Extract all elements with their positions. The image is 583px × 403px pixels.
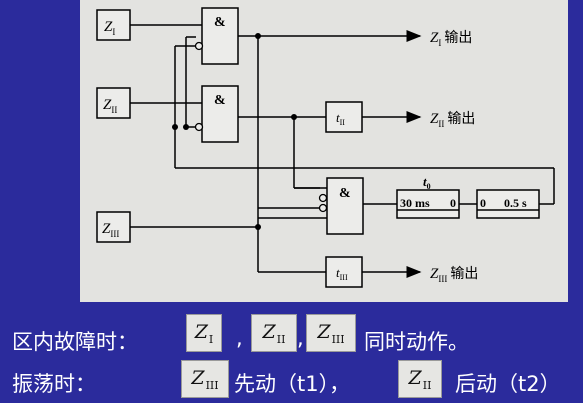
relay-z2-box bbox=[96, 87, 131, 119]
timer-t2-box bbox=[325, 101, 363, 133]
t0-label: t bbox=[423, 174, 427, 189]
svg-text:ZIII: ZIII bbox=[102, 221, 119, 239]
junction-dot bbox=[255, 224, 261, 230]
relay-z1-box bbox=[96, 9, 131, 41]
caption-line1-sep2: , bbox=[297, 326, 304, 350]
timer-t3-label: t bbox=[336, 265, 340, 280]
caption-line1-chip-z1: ZI bbox=[186, 314, 222, 352]
caption-line1-suffix: 同时动作。 bbox=[364, 330, 469, 354]
and-gate-1 bbox=[201, 7, 239, 65]
negation-circle bbox=[318, 203, 328, 213]
relay-z2-label: Z bbox=[103, 97, 112, 113]
caption-line2-suffix: 后动（t2） bbox=[455, 372, 561, 396]
delay2-left: 0 bbox=[480, 196, 486, 210]
relay-z3-label: Z bbox=[102, 221, 111, 237]
and-symbol: & bbox=[214, 15, 226, 30]
delay1-right: 0 bbox=[450, 196, 456, 210]
caption-line2-chip-z2: ZII bbox=[398, 360, 442, 398]
caption-line2-prefix: 振荡时： bbox=[12, 372, 96, 396]
timer-t2-label: t bbox=[336, 110, 340, 125]
and-symbol: & bbox=[339, 186, 351, 201]
junction-dot bbox=[172, 124, 178, 130]
diagram-panel bbox=[80, 0, 568, 302]
svg-text:tII: tII bbox=[336, 110, 345, 127]
caption-line1-sep1: , bbox=[236, 326, 243, 350]
output-z2-label: Z bbox=[430, 111, 439, 127]
output-z3-label: Z bbox=[430, 266, 439, 282]
relay-z1-label: Z bbox=[104, 19, 113, 35]
svg-text:t0: t0 bbox=[423, 174, 431, 191]
negation-circle bbox=[194, 122, 204, 132]
timer-t3-box bbox=[325, 256, 363, 288]
negation-circle bbox=[318, 193, 328, 203]
caption-line1-chip-z3: ZIII bbox=[306, 314, 356, 352]
svg-text:ZI: ZI bbox=[104, 19, 115, 37]
and-symbol: & bbox=[214, 93, 226, 108]
delay2-right: 0.5 s bbox=[504, 196, 527, 210]
junction-dot bbox=[183, 124, 189, 130]
output-z1-label: Z bbox=[430, 30, 439, 46]
logic-diagram: ZI ZII ZIII & & & tII tIII t0 30 ms 0 0 … bbox=[96, 7, 555, 288]
and-gate-3 bbox=[326, 177, 364, 235]
junction-dot bbox=[255, 33, 261, 39]
svg-text:ZII: ZII bbox=[103, 97, 117, 115]
svg-text:tIII: tIII bbox=[336, 265, 348, 282]
and-gate-2 bbox=[201, 85, 239, 143]
relay-z3-box bbox=[96, 211, 131, 243]
negation-circle bbox=[194, 41, 204, 51]
caption-line1-chip-z2: ZII bbox=[251, 314, 297, 352]
caption-line1-prefix: 区内故障时： bbox=[12, 330, 138, 354]
junction-dot bbox=[291, 114, 297, 120]
caption-line2-chip-z3: ZIII bbox=[181, 360, 229, 398]
caption-line2-mid: 先动（t1）， bbox=[234, 372, 351, 396]
delay1-left: 30 ms bbox=[400, 196, 430, 210]
